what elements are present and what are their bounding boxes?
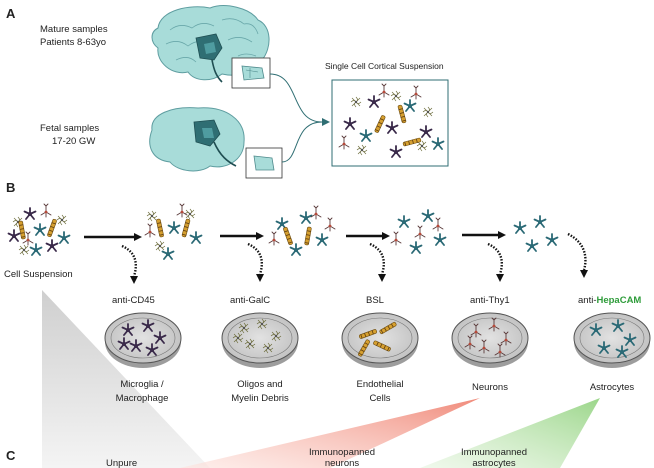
dish-astrocytes (573, 312, 651, 368)
process-arrows (84, 233, 500, 239)
mature-tissue-box (231, 57, 271, 89)
immunopanned-neurons-line2: neurons (325, 458, 360, 468)
arrow-head-2 (256, 232, 264, 240)
arrow-head-4 (498, 231, 506, 239)
neurons-gradient-triangle (180, 398, 480, 468)
step1-antibody-label: anti-CD45 (112, 295, 155, 306)
step2-antibody-label: anti-GalC (230, 295, 270, 306)
panel-label-c: C (6, 448, 16, 463)
dish-oligos (221, 312, 299, 368)
cluster-after-galc (268, 205, 336, 256)
mature-tissue-sample-icon (241, 65, 265, 81)
unpure-gradient-triangle (42, 290, 210, 468)
step5-antibody-label: anti-HepaCAM (578, 295, 641, 306)
cluster-after-cd45 (144, 203, 203, 260)
mature-patients-label: Patients 8-63yo (40, 37, 106, 48)
mature-samples-label: Mature samples (40, 24, 108, 35)
panel-label-a: A (6, 6, 16, 21)
dish-neurons (451, 312, 529, 368)
result1-line1: Microglia / (120, 379, 164, 390)
suspension-arrow-head (322, 118, 330, 126)
fetal-brain-icon (149, 107, 245, 172)
unpure-label: Unpure (106, 458, 137, 468)
immunopanned-astrocytes-line2: astrocytes (472, 458, 516, 468)
cell-suspension-label: Cell Suspension (4, 269, 73, 280)
result5-line1: Astrocytes (590, 382, 635, 393)
cell-suspension-cluster (7, 203, 71, 256)
dish-endothelial (341, 312, 419, 368)
fetal-tissue-sample-icon (253, 155, 275, 171)
panel-label-b: B (6, 180, 15, 195)
connector-lines (269, 73, 323, 163)
result3-line1: Endothelial (356, 379, 403, 390)
result2-line1: Oligos and (237, 379, 282, 390)
fetal-samples-label: Fetal samples (40, 123, 99, 134)
dish-microglia (104, 312, 182, 368)
result3-line2: Cells (369, 393, 390, 404)
suspension-title: Single Cell Cortical Suspension (325, 61, 444, 71)
dotted-down-arrows (121, 232, 587, 277)
step3-antibody-label: BSL (366, 295, 384, 306)
astrocytes-gradient-triangle (420, 398, 600, 468)
arrow-head-1 (134, 233, 142, 241)
cluster-after-thy1 (513, 215, 559, 252)
arrow-head-3 (382, 232, 390, 240)
result2-line2: Myelin Debris (231, 393, 289, 404)
step4-antibody-label: anti-Thy1 (470, 295, 510, 306)
fetal-gw-label: 17-20 GW (52, 136, 95, 147)
result1-line2: Macrophage (116, 393, 169, 404)
immunopanned-astrocytes-line1: Immunopanned (461, 447, 527, 458)
immunopanned-neurons-line1: Immunopanned (309, 447, 375, 458)
result4-line1: Neurons (472, 382, 508, 393)
cluster-after-bsl (390, 209, 447, 254)
dotted-arrow-heads (130, 270, 588, 284)
